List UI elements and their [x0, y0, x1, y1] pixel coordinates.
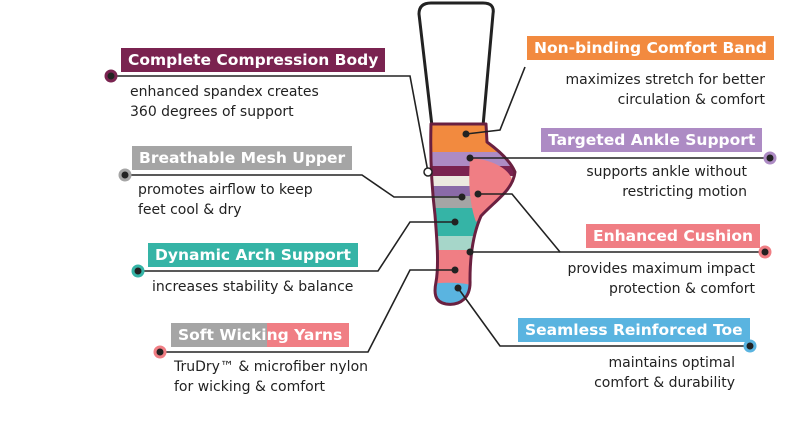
feature-bullets [104, 69, 777, 359]
dot-toe-end [454, 284, 462, 292]
leader-toe [457, 287, 750, 347]
feature-desc-ankle-2: restricting motion [622, 184, 747, 200]
feature-desc-cushion-2: protection & comfort [609, 281, 755, 297]
feature-title-cushion: Enhanced Cushion [586, 224, 761, 248]
leader-wicking [160, 269, 455, 353]
sock-ankle-cushion [469, 158, 514, 222]
feature-desc-toe-1: maintains optimal [608, 355, 736, 371]
feature-title-compression: Complete Compression Body [121, 48, 386, 72]
sock-outline [429, 122, 517, 306]
leader-arch [138, 221, 455, 272]
dot-comfort-band-end [462, 130, 470, 138]
dot-compression-end [423, 167, 433, 177]
leader-lines [111, 66, 770, 353]
bullet-toe [743, 339, 757, 353]
feature-desc-comfort-band-1: maximizes stretch for better [565, 72, 765, 88]
leader-compression [111, 75, 429, 173]
sock-toe-cap [430, 282, 478, 305]
feature-desc-mesh-1: promotes airflow to keep [138, 182, 313, 198]
feature-desc-wicking-1: TruDry™ & microfiber nylon [174, 359, 369, 375]
feature-title-wicking: Soft Wicki ng Yarns [171, 323, 350, 347]
feature-title-toe: Seamless Reinforced Toe [518, 318, 750, 342]
dot-wicking-end [451, 266, 459, 274]
bullet-wicking [153, 345, 167, 359]
bullet-mesh [118, 168, 132, 182]
feature-desc-toe-2: comfort & durability [594, 375, 735, 391]
dot-mesh-end [458, 193, 466, 201]
bullet-ankle [763, 151, 777, 165]
feature-title-wicking-a: Soft Wicki [171, 323, 267, 347]
feature-title-comfort-band: Non-binding Comfort Band [527, 36, 774, 60]
feature-desc-mesh-2: feet cool & dry [138, 202, 242, 218]
feature-desc-compression-2: 360 degrees of support [130, 104, 294, 120]
sock-dots [423, 130, 482, 292]
bullet-cushion [758, 245, 772, 259]
bullet-arch [131, 264, 145, 278]
feature-title-mesh: Breathable Mesh Upper [132, 146, 353, 170]
feature-desc-wicking-2: for wicking & comfort [174, 379, 325, 395]
feature-title-arch: Dynamic Arch Support [148, 243, 358, 267]
leader-comfort-band [465, 66, 526, 135]
feature-desc-comfort-band-2: circulation & comfort [617, 92, 765, 108]
dot-ankle-end [466, 154, 474, 162]
feature-desc-ankle-1: supports ankle without [586, 164, 747, 180]
feature-desc-cushion-1: provides maximum impact [567, 261, 756, 277]
feature-title-ankle: Targeted Ankle Support [541, 128, 763, 152]
feature-desc-compression-1: enhanced spandex creates [130, 84, 319, 100]
dot-cushion2-end [466, 248, 474, 256]
feature-desc-arch-1: increases stability & balance [152, 279, 354, 295]
dot-arch-end [451, 218, 459, 226]
bullet-compression [104, 69, 118, 83]
hanger-loop [417, 1, 495, 127]
leader-cushion [478, 193, 765, 253]
dot-cushion-end [474, 190, 482, 198]
feature-title-wicking-b: ng Yarns [266, 323, 350, 347]
leader-mesh [125, 174, 462, 198]
